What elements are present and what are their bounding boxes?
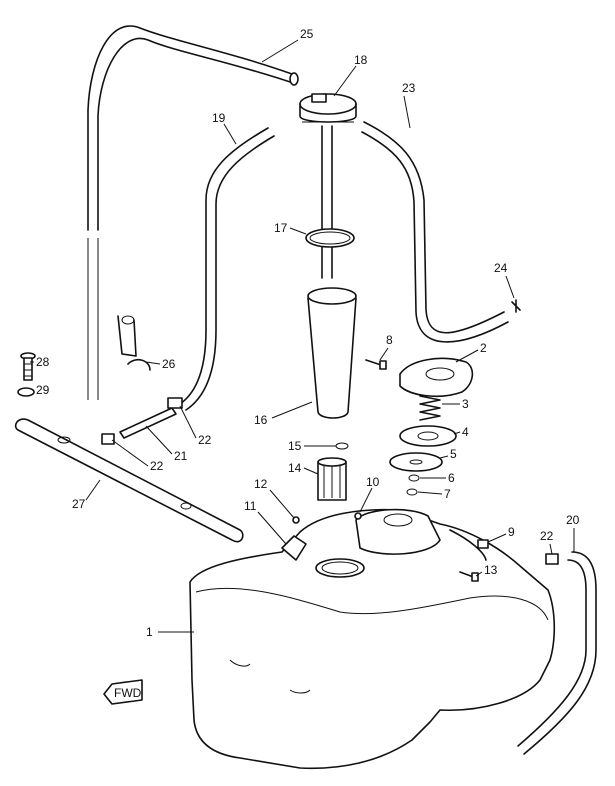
nipple-10 [354, 512, 362, 520]
screw-8 [365, 359, 387, 370]
callout-24: 24 [494, 261, 515, 299]
callout-label-7: 7 [444, 487, 451, 501]
callout-label-16: 16 [254, 413, 268, 427]
screw-13 [459, 571, 479, 582]
callout-10: 10 [359, 475, 380, 513]
callout-label-8: 8 [386, 333, 393, 347]
fitting-22a [167, 397, 183, 409]
o-ring-17 [305, 228, 355, 248]
callout-label-18: 18 [354, 53, 368, 67]
callout-label-15: 15 [288, 439, 302, 453]
callout-15: 15 [288, 439, 336, 453]
callout-1: 1 [146, 625, 194, 639]
pipe-21 [119, 407, 177, 439]
callout-5: 5 [439, 447, 457, 461]
nipple-9 [477, 539, 489, 549]
callout-label-19: 19 [212, 111, 226, 125]
callout-label-24: 24 [494, 261, 508, 275]
callout-27: 27 [72, 479, 101, 511]
callout-8: 8 [379, 333, 393, 361]
fuel-filter-14 [317, 457, 347, 501]
fuel-tank-1 [189, 508, 556, 770]
callout-11: 11 [244, 499, 287, 545]
callout-20: 20 [566, 513, 580, 552]
rail-27 [14, 418, 244, 543]
callout-label-4: 4 [462, 425, 469, 439]
callout-9: 9 [487, 525, 515, 543]
pump-cover-2 [399, 357, 474, 398]
callout-label-13: 13 [484, 563, 498, 577]
hose-23 [361, 121, 509, 343]
fwd-mark: FWD [103, 679, 143, 705]
callout-23: 23 [402, 81, 416, 129]
callout-label-12: 12 [254, 477, 268, 491]
callout-3: 3 [442, 397, 469, 411]
fitting-22b [101, 433, 115, 445]
callout-label-20: 20 [566, 513, 580, 527]
callout-28: 28 [30, 355, 50, 369]
callout-label-27: 27 [72, 497, 86, 511]
callout-2: 2 [455, 341, 487, 363]
callout-label-14: 14 [288, 461, 302, 475]
callout-label-5: 5 [450, 447, 457, 461]
fwd-text: FWD [114, 686, 142, 700]
callout-17: 17 [274, 221, 307, 235]
clamp-24 [511, 299, 521, 313]
callout-18: 18 [333, 53, 368, 97]
seal-7 [406, 488, 418, 496]
callout-label-28: 28 [36, 355, 50, 369]
callout-14: 14 [288, 461, 319, 475]
spring-3 [419, 395, 441, 421]
callout-7: 7 [417, 487, 451, 501]
callout-26: 26 [145, 357, 176, 371]
callout-label-6: 6 [448, 471, 455, 485]
callout-label-22b: 22 [150, 459, 164, 473]
hose-19 [179, 127, 275, 411]
filter-housing-16 [307, 287, 357, 419]
callout-22a: 22 [179, 405, 212, 447]
pickup-tube [321, 125, 333, 279]
callout-22b: 22 [111, 439, 164, 473]
callout-label-1: 1 [146, 625, 153, 639]
plate-5 [389, 452, 443, 472]
callout-22c: 22 [540, 529, 554, 555]
callout-25: 25 [261, 27, 314, 63]
callout-13: 13 [475, 563, 498, 577]
callout-label-25: 25 [300, 27, 314, 41]
callout-12: 12 [254, 477, 295, 519]
callout-label-11: 11 [244, 499, 257, 513]
callout-21: 21 [145, 425, 188, 463]
callout-label-26: 26 [162, 357, 176, 371]
bolt-28 [20, 352, 36, 381]
callout-label-3: 3 [462, 397, 469, 411]
washer-29 [17, 387, 35, 397]
nipple-12 [292, 516, 300, 524]
callout-label-10: 10 [366, 475, 380, 489]
callout-label-29: 29 [36, 383, 50, 397]
callout-label-2: 2 [480, 341, 487, 355]
diaphragm-4 [399, 425, 457, 447]
callout-label-22c: 22 [540, 529, 554, 543]
callout-6: 6 [420, 471, 455, 485]
seal-6 [408, 474, 420, 482]
callout-19: 19 [212, 111, 237, 145]
callout-label-9: 9 [508, 525, 515, 539]
callout-label-23: 23 [402, 81, 416, 95]
callout-label-17: 17 [274, 221, 288, 235]
elbow-11 [281, 535, 307, 561]
clip-15 [335, 442, 349, 450]
callout-4: 4 [453, 425, 469, 439]
callout-label-22a: 22 [198, 433, 212, 447]
callout-label-21: 21 [174, 449, 188, 463]
filler-cap-18 [299, 93, 357, 123]
callout-16: 16 [254, 401, 313, 427]
callout-29: 29 [32, 383, 50, 397]
hose-25 [87, 25, 299, 400]
bracket-26 [117, 315, 151, 371]
